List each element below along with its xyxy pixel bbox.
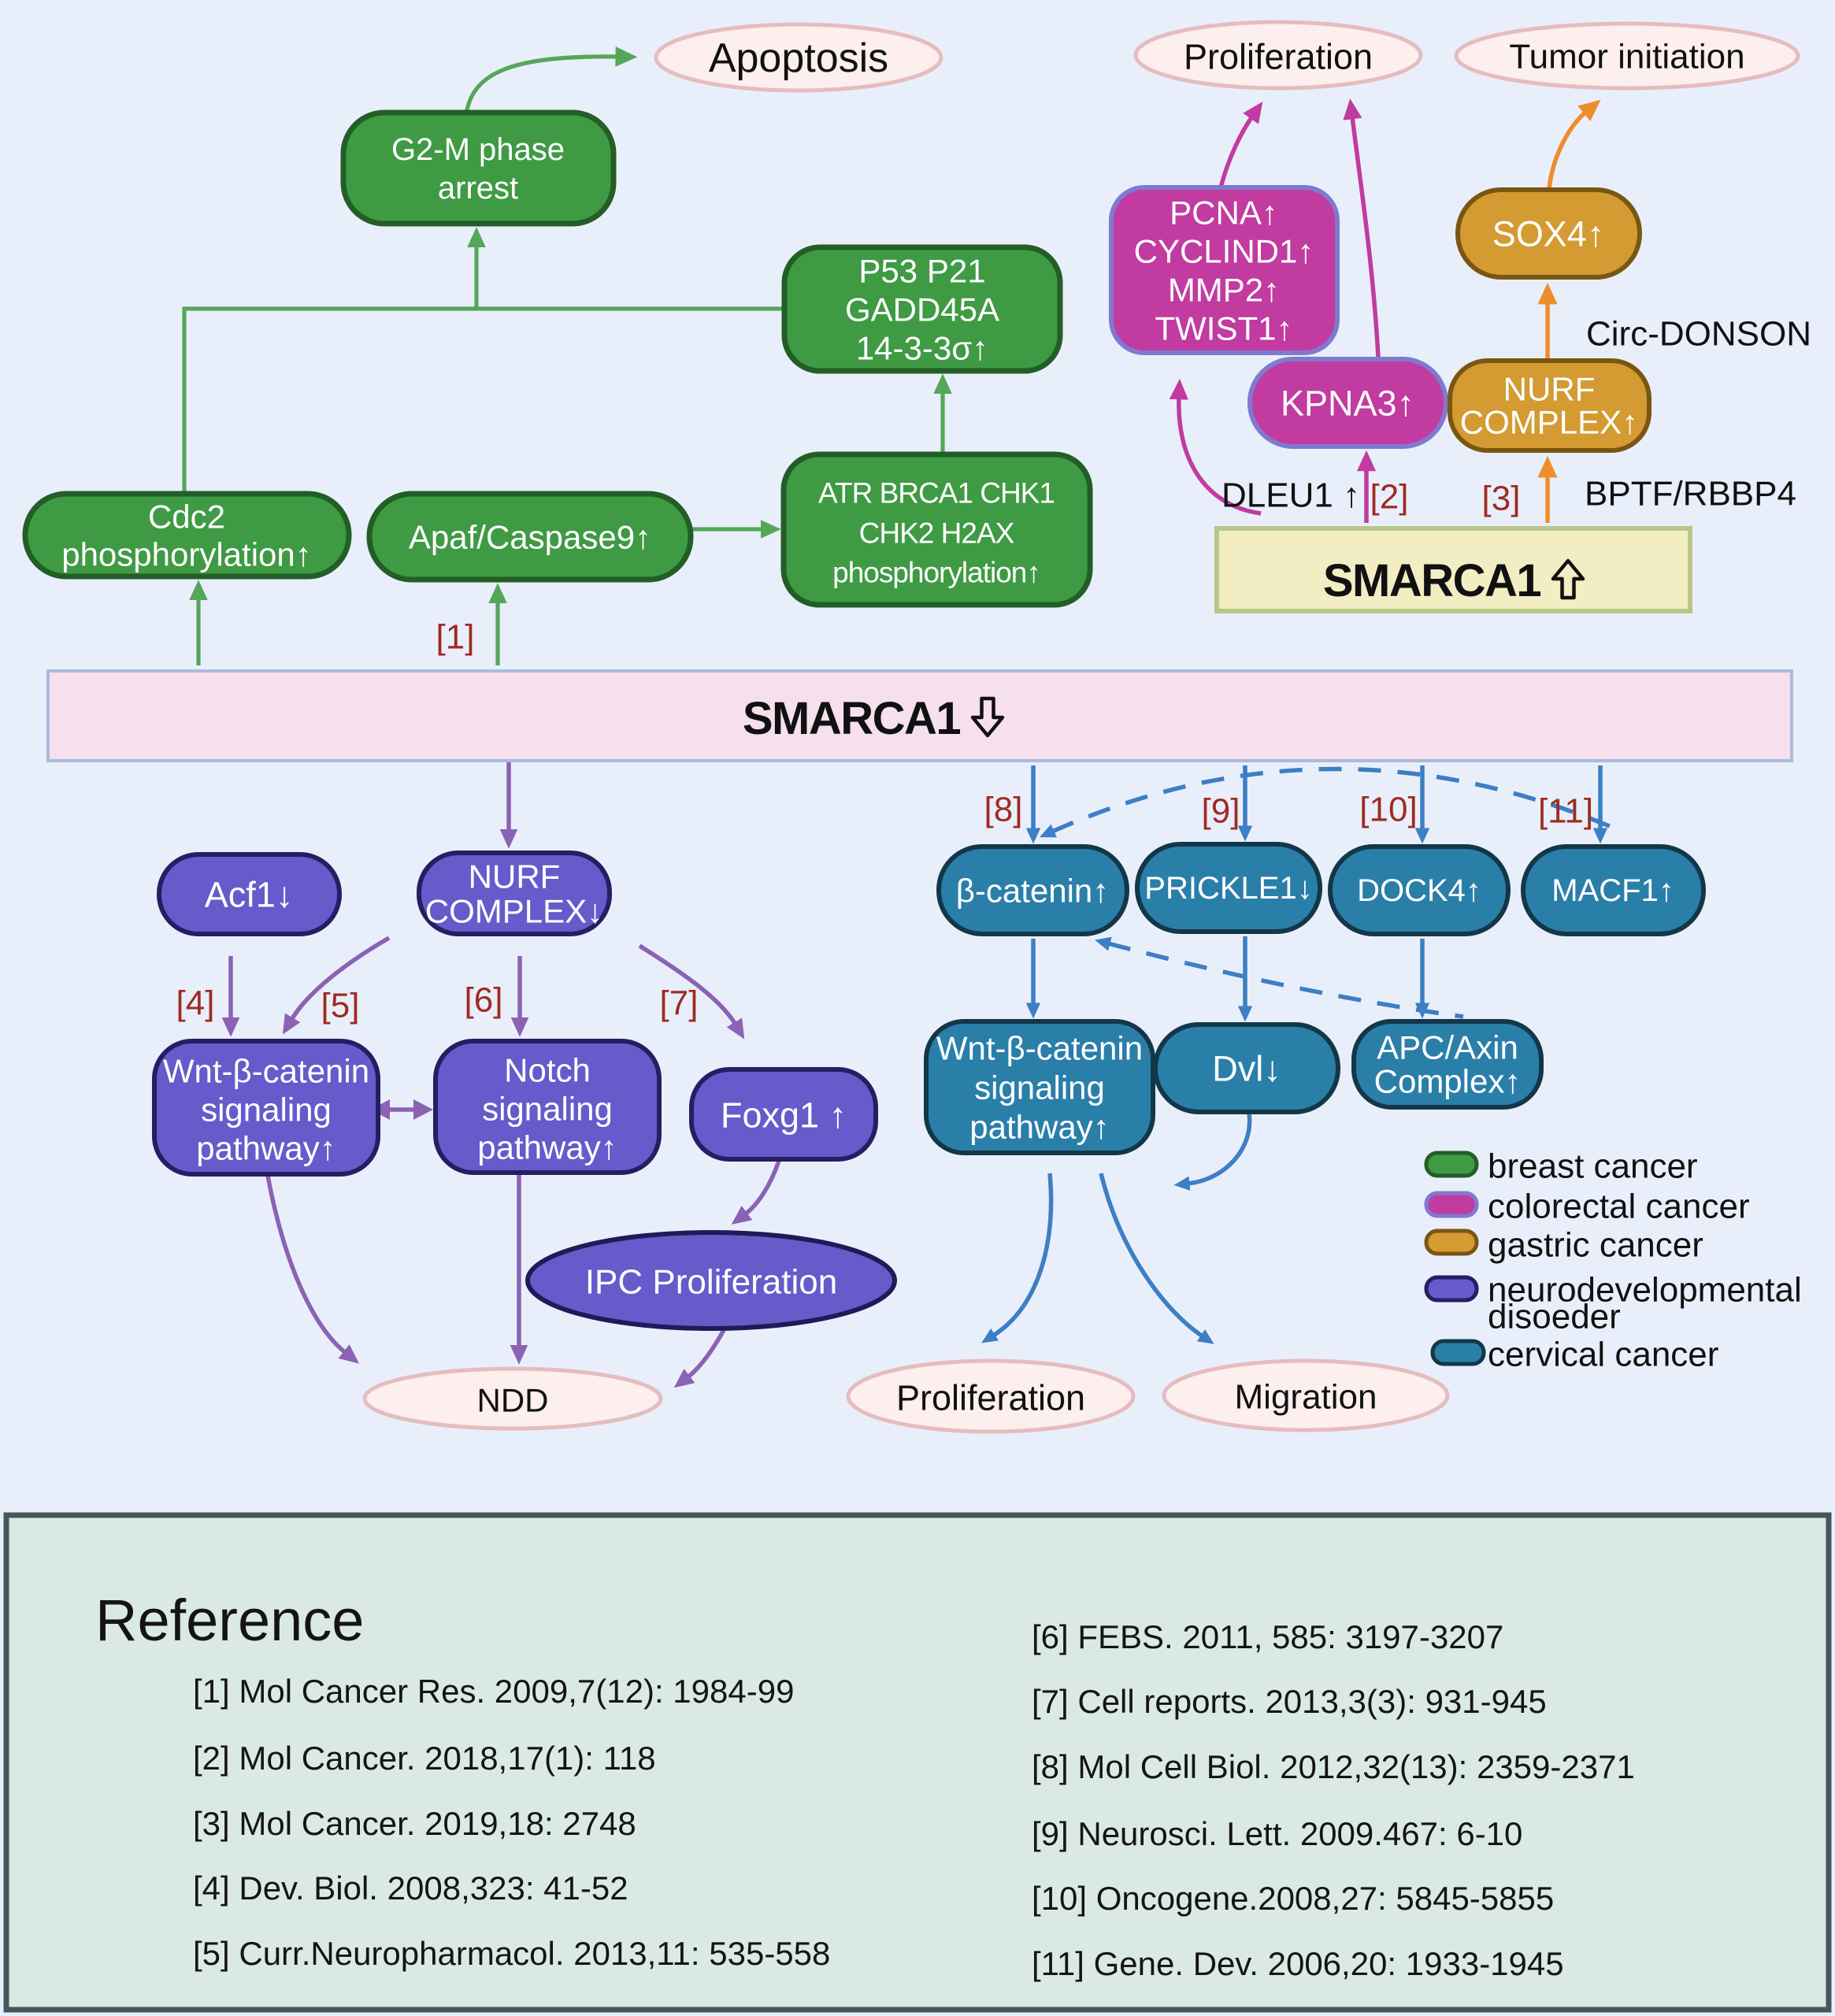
svg-text:Notch: Notch — [504, 1052, 591, 1089]
svg-text:DLEU1 ↑: DLEU1 ↑ — [1221, 476, 1360, 515]
svg-text:[9]: [9] — [1202, 792, 1240, 831]
svg-text:Acf1↓: Acf1↓ — [205, 875, 294, 915]
svg-text:[11] Gene. Dev. 2006,20: 1933-: [11] Gene. Dev. 2006,20: 1933-1945 — [1032, 1945, 1564, 1982]
svg-text:14-3-3σ↑: 14-3-3σ↑ — [856, 330, 988, 367]
svg-text:SOX4↑: SOX4↑ — [1492, 214, 1605, 254]
svg-text:Migration: Migration — [1235, 1378, 1377, 1417]
svg-text:PCNA↑: PCNA↑ — [1170, 195, 1278, 232]
svg-text:[3] Mol Cancer. 2019,18: 2748: [3] Mol Cancer. 2019,18: 2748 — [193, 1805, 636, 1842]
svg-text:G2-M phase: G2-M phase — [391, 132, 565, 167]
svg-text:signaling: signaling — [974, 1069, 1105, 1106]
svg-text:NURF: NURF — [469, 858, 561, 895]
svg-text:[5]: [5] — [321, 987, 360, 1025]
svg-text:β-catenin↑: β-catenin↑ — [956, 873, 1110, 910]
svg-text:NURF: NURF — [1503, 371, 1596, 408]
svg-text:Wnt-β-catenin: Wnt-β-catenin — [163, 1053, 369, 1090]
svg-text:PRICKLE1↓: PRICKLE1↓ — [1144, 871, 1312, 906]
svg-text:pathway↑: pathway↑ — [969, 1109, 1109, 1146]
svg-text:breast cancer: breast cancer — [1488, 1147, 1698, 1186]
svg-text:Reference: Reference — [95, 1588, 364, 1653]
svg-text:[2] Mol Cancer. 2018,17(1): 11: [2] Mol Cancer. 2018,17(1): 118 — [193, 1740, 656, 1777]
svg-text:[1] Mol Cancer Res. 2009,7(12): [1] Mol Cancer Res. 2009,7(12): 1984-99 — [193, 1673, 794, 1710]
svg-text:Apoptosis: Apoptosis — [709, 35, 888, 81]
svg-text:MACF1↑: MACF1↑ — [1551, 873, 1674, 908]
svg-text:Circ-DONSON: Circ-DONSON — [1586, 315, 1811, 354]
svg-text:[8] Mol Cell Biol. 2012,32(13): [8] Mol Cell Biol. 2012,32(13): 2359-237… — [1032, 1748, 1635, 1785]
svg-text:arrest: arrest — [438, 171, 518, 206]
svg-text:NDD: NDD — [477, 1382, 549, 1419]
svg-text:[7]: [7] — [660, 984, 699, 1023]
svg-text:SMARCA1: SMARCA1 — [743, 693, 961, 744]
svg-text:[8]: [8] — [984, 791, 1023, 829]
svg-text:BPTF/RBBP4: BPTF/RBBP4 — [1585, 475, 1796, 513]
svg-text:Proliferation: Proliferation — [896, 1378, 1085, 1418]
svg-text:phosphorylation↑: phosphorylation↑ — [61, 536, 312, 573]
svg-text:Dvl↓: Dvl↓ — [1212, 1049, 1281, 1089]
svg-text:[4] Dev. Biol. 2008,323: 41-52: [4] Dev. Biol. 2008,323: 41-52 — [193, 1870, 628, 1907]
svg-text:[3]: [3] — [1482, 480, 1521, 518]
svg-text:disoeder: disoeder — [1488, 1298, 1621, 1336]
svg-text:pathway↑: pathway↑ — [477, 1129, 617, 1166]
svg-text:TWIST1↑: TWIST1↑ — [1155, 310, 1293, 347]
svg-text:[5] Curr.Neuropharmacol. 2013,: [5] Curr.Neuropharmacol. 2013,11: 535-55… — [193, 1935, 830, 1972]
svg-text:signaling: signaling — [482, 1091, 613, 1128]
svg-text:[7] Cell reports. 2013,3(3): 9: [7] Cell reports. 2013,3(3): 931-945 — [1032, 1683, 1547, 1720]
svg-text:[1]: [1] — [436, 618, 475, 657]
svg-text:Tumor initiation: Tumor initiation — [1509, 38, 1744, 76]
svg-text:COMPLEX↓: COMPLEX↓ — [425, 893, 603, 930]
svg-text:SMARCA1: SMARCA1 — [1323, 555, 1541, 606]
svg-text:ATR BRCA1 CHK1: ATR BRCA1 CHK1 — [818, 477, 1055, 510]
svg-text:gastric cancer: gastric cancer — [1488, 1226, 1703, 1265]
svg-text:GADD45A: GADD45A — [845, 291, 999, 328]
svg-text:cervical cancer: cervical cancer — [1488, 1336, 1718, 1374]
svg-text:Proliferation: Proliferation — [1184, 37, 1373, 77]
svg-text:DOCK4↑: DOCK4↑ — [1357, 873, 1481, 908]
svg-text:neurodevelopmental: neurodevelopmental — [1488, 1271, 1802, 1310]
svg-text:CYCLIND1↑: CYCLIND1↑ — [1134, 233, 1314, 270]
svg-text:signaling: signaling — [201, 1091, 332, 1128]
svg-text:APC/Axin: APC/Axin — [1377, 1029, 1518, 1066]
svg-text:COMPLEX↑: COMPLEX↑ — [1460, 404, 1638, 441]
svg-text:[2]: [2] — [1370, 478, 1409, 517]
svg-text:KPNA3↑: KPNA3↑ — [1281, 384, 1414, 424]
svg-text:[10]: [10] — [1359, 791, 1417, 829]
svg-text:phosphorylation↑: phosphorylation↑ — [832, 557, 1040, 589]
svg-text:[6] FEBS. 2011, 585: 3197-3207: [6] FEBS. 2011, 585: 3197-3207 — [1032, 1618, 1503, 1655]
svg-text:[6]: [6] — [465, 981, 503, 1020]
svg-text:[4]: [4] — [176, 984, 215, 1023]
svg-text:[10] Oncogene.2008,27: 5845-58: [10] Oncogene.2008,27: 5845-5855 — [1032, 1880, 1554, 1917]
svg-text:Foxg1 ↑: Foxg1 ↑ — [721, 1095, 847, 1136]
svg-text:colorectal cancer: colorectal cancer — [1488, 1188, 1750, 1226]
svg-text:MMP2↑: MMP2↑ — [1168, 272, 1280, 309]
svg-text:Wnt-β-catenin: Wnt-β-catenin — [936, 1030, 1143, 1067]
svg-text:Apaf/Caspase9↑: Apaf/Caspase9↑ — [409, 519, 651, 556]
svg-text:Complex↑: Complex↑ — [1374, 1063, 1522, 1100]
svg-text:[11]: [11] — [1538, 792, 1593, 831]
svg-text:Cdc2: Cdc2 — [148, 498, 225, 536]
svg-text:P53 P21: P53 P21 — [858, 253, 985, 290]
svg-text:[9] Neurosci. Lett. 2009.467:: [9] Neurosci. Lett. 2009.467: 6-10 — [1032, 1815, 1522, 1852]
svg-text:CHK2 H2AX: CHK2 H2AX — [859, 517, 1014, 550]
svg-text:pathway↑: pathway↑ — [196, 1130, 335, 1167]
svg-text:IPC Proliferation: IPC Proliferation — [585, 1263, 837, 1302]
